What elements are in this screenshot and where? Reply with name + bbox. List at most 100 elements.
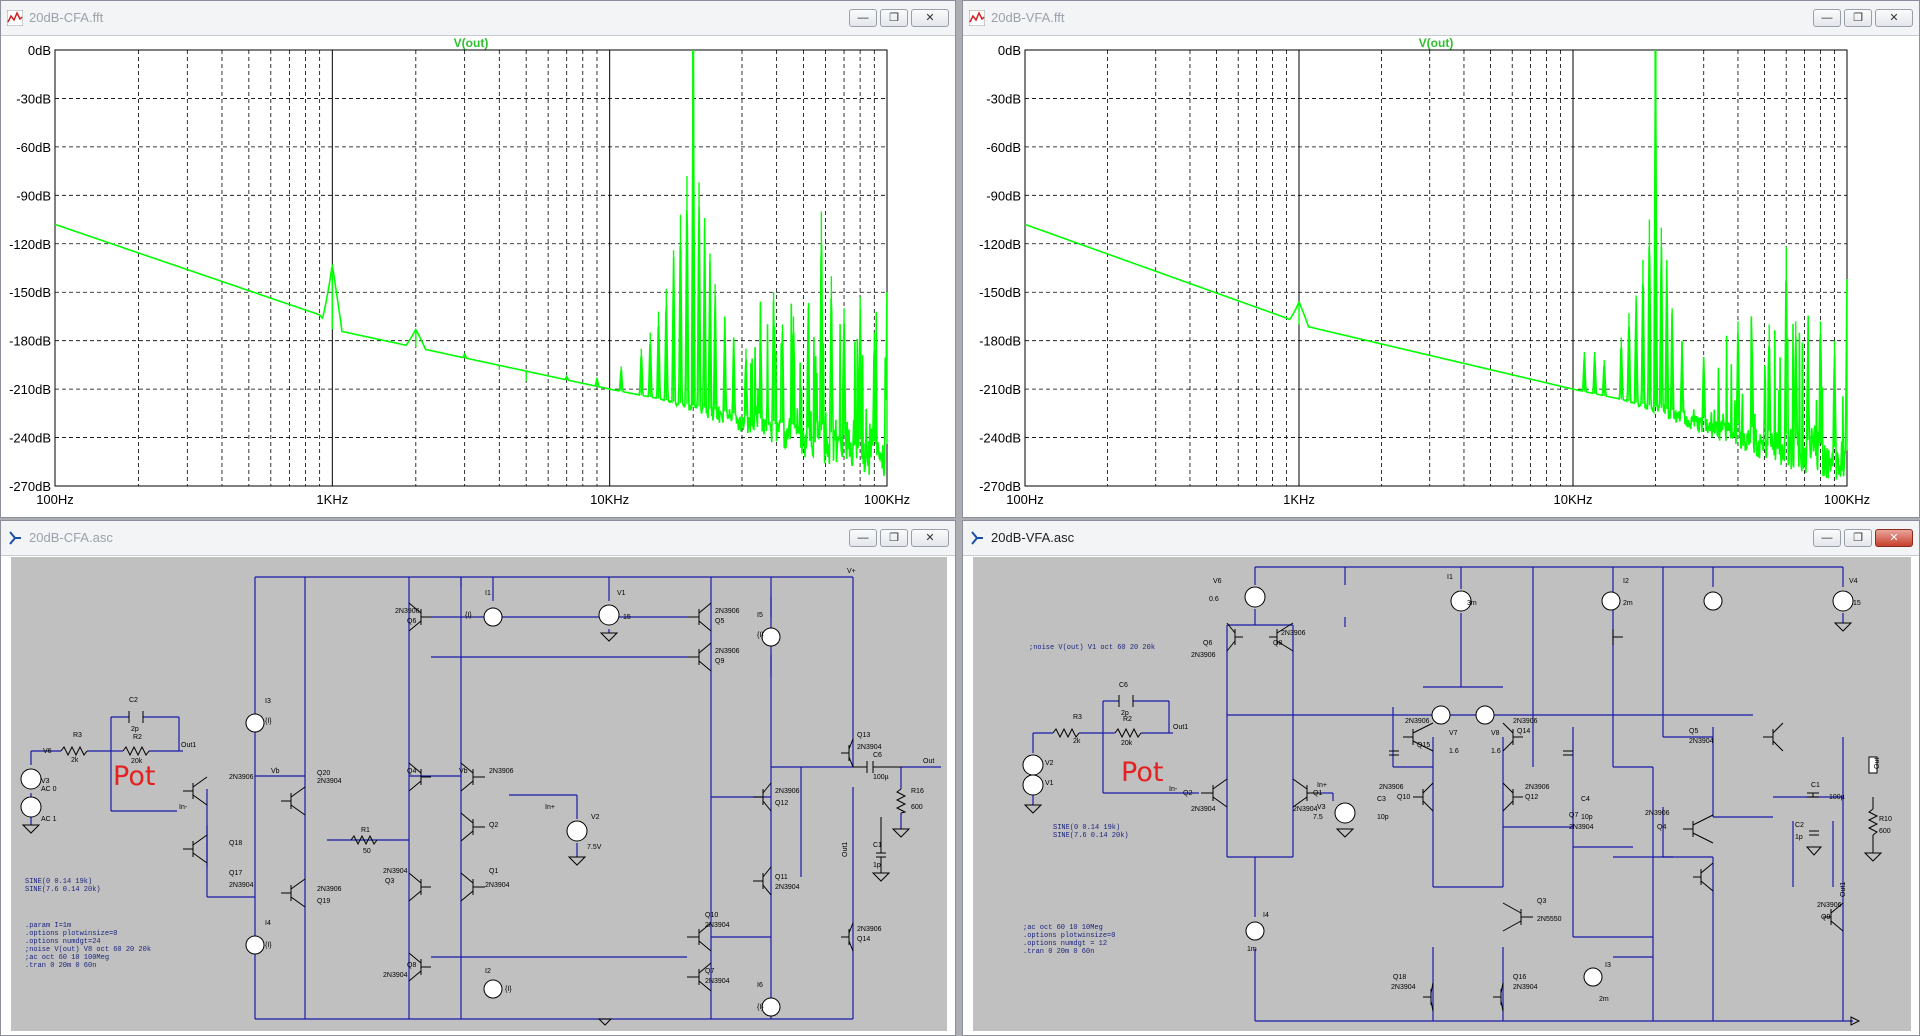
minimize-button[interactable]: — xyxy=(849,529,877,547)
plot-area xyxy=(54,49,888,487)
svg-text:C1: C1 xyxy=(873,842,882,849)
svg-text:2m: 2m xyxy=(1599,996,1609,1003)
y-tick-label: 0dB xyxy=(998,43,1021,58)
restore-icon: ❐ xyxy=(1853,11,1863,24)
grounds xyxy=(1023,622,1883,1026)
svg-text:I1: I1 xyxy=(485,590,491,597)
svg-text:2k: 2k xyxy=(71,757,79,764)
fft-window-vfa[interactable]: 20dB-VFA.fft — ❐ ✕ 0dB-30dB-60dB-90dB-12… xyxy=(962,0,1920,518)
svg-text:I3: I3 xyxy=(265,698,271,705)
minimize-button[interactable]: — xyxy=(1813,529,1841,547)
close-button[interactable]: ✕ xyxy=(1875,529,1913,547)
svg-text:Q16: Q16 xyxy=(1513,974,1526,981)
trace-title: V(out) xyxy=(1419,36,1454,50)
svg-text:2N3904: 2N3904 xyxy=(383,972,408,979)
close-button[interactable]: ✕ xyxy=(1875,9,1913,27)
svg-text:7.5V: 7.5V xyxy=(587,844,602,851)
restore-button[interactable]: ❐ xyxy=(1844,529,1872,547)
svg-text:In-: In- xyxy=(1169,786,1178,793)
svg-text:C3: C3 xyxy=(1377,796,1386,803)
svg-text:SINE(7.6 0.14 20k): SINE(7.6 0.14 20k) xyxy=(1053,832,1129,840)
svg-text:In+: In+ xyxy=(545,804,555,811)
svg-text:AC 1: AC 1 xyxy=(41,816,57,823)
svg-text:2N3906: 2N3906 xyxy=(395,608,420,615)
svg-text:2N3906: 2N3906 xyxy=(1405,718,1430,725)
svg-text:Q9: Q9 xyxy=(1821,914,1830,921)
svg-text:.tran 0 20m 0 60n: .tran 0 20m 0 60n xyxy=(1023,948,1094,956)
waveform-icon xyxy=(7,10,23,26)
svg-text:Q14: Q14 xyxy=(1517,728,1530,735)
svg-text:Q18: Q18 xyxy=(229,840,242,847)
close-button[interactable]: ✕ xyxy=(911,529,949,547)
svg-text:I3: I3 xyxy=(1605,962,1611,969)
svg-text:Q6: Q6 xyxy=(1203,640,1212,647)
svg-text:C2: C2 xyxy=(129,697,138,704)
y-tick-label: -30dB xyxy=(16,91,51,106)
svg-text:1.6: 1.6 xyxy=(1449,748,1459,755)
fft-window-cfa[interactable]: 20dB-CFA.fft — ❐ ✕ 0dB-30dB-60dB-90dB-12… xyxy=(0,0,956,518)
svg-text:10p: 10p xyxy=(1377,814,1389,821)
sources xyxy=(1022,586,1854,987)
waveform-icon xyxy=(969,10,985,26)
restore-button[interactable]: ❐ xyxy=(1844,9,1872,27)
svg-text:.options plotwinsize=0: .options plotwinsize=0 xyxy=(25,930,117,938)
title-bar[interactable]: 20dB-VFA.asc — ❐ ✕ xyxy=(963,521,1919,556)
svg-text:Q7: Q7 xyxy=(705,968,714,975)
svg-text:2N3906: 2N3906 xyxy=(229,774,254,781)
svg-text:V7: V7 xyxy=(1449,730,1458,737)
svg-text:Q7: Q7 xyxy=(1569,812,1578,819)
trace-title: V(out) xyxy=(454,36,489,50)
ltspice-schematic-icon xyxy=(971,531,983,545)
svg-text:;noise V(out) V8 oct 60 20 20k: ;noise V(out) V8 oct 60 20 20k xyxy=(25,946,151,954)
title-bar[interactable]: 20dB-VFA.fft — ❐ ✕ xyxy=(963,1,1919,36)
svg-text:V1: V1 xyxy=(1045,780,1054,787)
x-tick-label: 100Hz xyxy=(1006,492,1044,507)
svg-text:1.6: 1.6 xyxy=(1491,748,1501,755)
svg-text:Q8: Q8 xyxy=(407,962,416,969)
restore-button[interactable]: ❐ xyxy=(880,9,908,27)
svg-text:1p: 1p xyxy=(1795,834,1803,841)
fft-plot-vfa[interactable]: 0dB-30dB-60dB-90dB-120dB-150dB-180dB-210… xyxy=(963,36,1919,517)
svg-text:;ac oct 60 10 100Meg: ;ac oct 60 10 100Meg xyxy=(25,954,109,962)
svg-text:.tran 0 20m 0 60n: .tran 0 20m 0 60n xyxy=(25,962,96,970)
svg-text:2N3906: 2N3906 xyxy=(1645,810,1670,817)
x-tick-label: 10KHz xyxy=(1553,492,1592,507)
schematic-window-cfa[interactable]: 20dB-CFA.asc — ❐ ✕ xyxy=(0,520,956,1036)
svg-text:2m: 2m xyxy=(1623,600,1633,607)
svg-text:Q11: Q11 xyxy=(775,874,788,881)
svg-text:V2: V2 xyxy=(591,814,600,821)
y-tick-label: -120dB xyxy=(9,237,51,252)
schematic-window-vfa[interactable]: 20dB-VFA.asc — ❐ ✕ xyxy=(962,520,1920,1036)
svg-text:C6: C6 xyxy=(1119,682,1128,689)
close-icon: ✕ xyxy=(925,531,935,544)
svg-text:I2: I2 xyxy=(485,968,491,975)
svg-text:I1: I1 xyxy=(1447,574,1453,581)
svg-text:2N3906: 2N3906 xyxy=(1191,652,1216,659)
minimize-button[interactable]: — xyxy=(849,9,877,27)
svg-text:Q19: Q19 xyxy=(317,898,330,905)
svg-text:Q15: Q15 xyxy=(1417,742,1430,749)
svg-text:2N3904: 2N3904 xyxy=(229,882,254,889)
svg-text:3m: 3m xyxy=(1467,600,1477,607)
title-bar[interactable]: 20dB-CFA.asc — ❐ ✕ xyxy=(1,521,955,556)
svg-text:R16: R16 xyxy=(911,788,924,795)
svg-text:2p: 2p xyxy=(1121,710,1129,717)
restore-button[interactable]: ❐ xyxy=(880,529,908,547)
svg-text:2N3904: 2N3904 xyxy=(1689,738,1714,745)
y-tick-label: -210dB xyxy=(9,382,51,397)
y-tick-label: -90dB xyxy=(16,188,51,203)
svg-text:Q5: Q5 xyxy=(1689,728,1698,735)
x-tick-label: 1KHz xyxy=(316,492,348,507)
svg-text:I4: I4 xyxy=(1263,912,1269,919)
close-button[interactable]: ✕ xyxy=(911,9,949,27)
y-tick-label: -150dB xyxy=(9,285,51,300)
svg-text:20k: 20k xyxy=(1121,740,1133,747)
svg-text:2N5550: 2N5550 xyxy=(1537,916,1562,923)
svg-text:V1: V1 xyxy=(617,590,626,597)
svg-text:Out1: Out1 xyxy=(181,742,196,749)
minimize-button[interactable]: — xyxy=(1813,9,1841,27)
title-bar[interactable]: 20dB-CFA.fft — ❐ ✕ xyxy=(1,1,955,36)
fft-plot-cfa[interactable]: 0dB-30dB-60dB-90dB-120dB-150dB-180dB-210… xyxy=(1,36,955,517)
